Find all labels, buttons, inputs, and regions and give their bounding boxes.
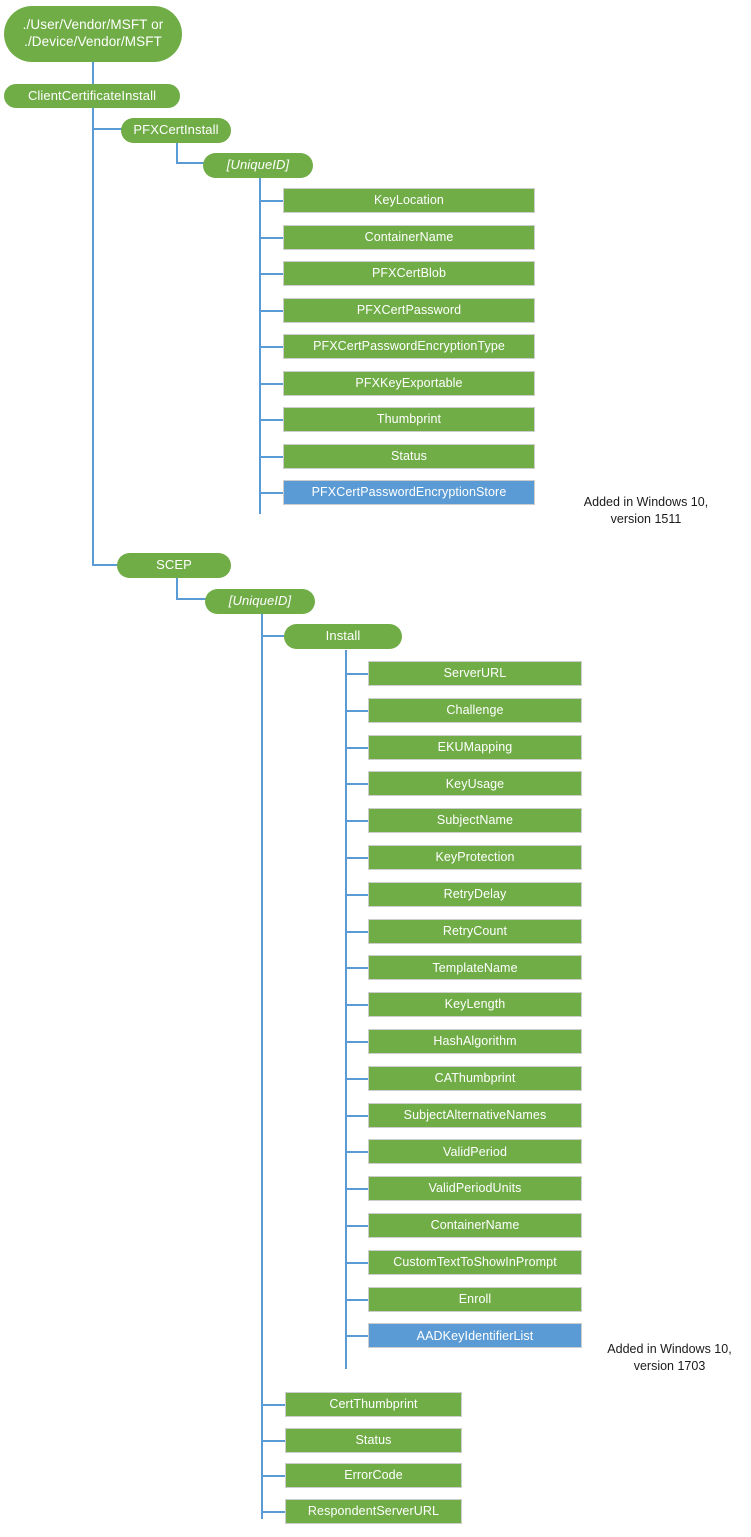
- connector-pfx-leaf: [259, 273, 283, 275]
- connector-pfx-leaf: [259, 200, 283, 202]
- connector-trunk-to-pfxcertinstall: [92, 128, 126, 130]
- connector-install-leaf: [345, 893, 368, 896]
- pfx-leaf-pfxcertpassword[interactable]: PFXCertPassword: [283, 297, 535, 323]
- install-leaf-challenge[interactable]: Challenge: [368, 697, 582, 723]
- connector-install-leaf: [345, 1151, 368, 1154]
- scep-leaf-respondentserverurl[interactable]: RespondentServerURL: [285, 1498, 462, 1524]
- connector-scep-leaf: [261, 1475, 285, 1477]
- connector-scep-leaf: [261, 1439, 285, 1442]
- node-pfx-uniqueid[interactable]: [UniqueID]: [203, 153, 313, 178]
- install-leaf-serverurl[interactable]: ServerURL: [368, 661, 582, 686]
- connector-install-leaf: [345, 783, 368, 786]
- connector-install-leaf: [345, 820, 368, 823]
- install-leaf-subjectalternativenames[interactable]: SubjectAlternativeNames: [368, 1102, 582, 1128]
- node-clientcertificateinstall[interactable]: ClientCertificateInstall: [4, 84, 180, 108]
- scep-leaf-certthumbprint[interactable]: CertThumbprint: [285, 1392, 462, 1417]
- connector-install-leaf: [345, 1004, 368, 1007]
- connector-scep-down: [176, 578, 178, 599]
- node-scep-install[interactable]: Install: [284, 624, 402, 649]
- annotation-aadkeyidentifierlist: Added in Windows 10, version 1703: [607, 1342, 732, 1373]
- connector-install-leaf: [345, 857, 368, 859]
- connector-install-leaf: [345, 967, 368, 970]
- install-leaf-cathumbprint[interactable]: CAThumbprint: [368, 1065, 582, 1091]
- connector-trunk-clientcertificateinstall: [92, 108, 94, 566]
- install-leaf-validperiodunits[interactable]: ValidPeriodUnits: [368, 1176, 582, 1202]
- install-leaf-retrydelay[interactable]: RetryDelay: [368, 881, 582, 907]
- pfx-leaf-keylocation[interactable]: KeyLocation: [283, 188, 535, 213]
- connector-pfx-leaf: [259, 309, 283, 312]
- node-pfxcertinstall[interactable]: PFXCertInstall: [121, 118, 231, 143]
- connector-pfx-leaf: [259, 382, 283, 385]
- node-scep[interactable]: SCEP: [117, 553, 231, 578]
- pfx-leaf-thumbprint[interactable]: Thumbprint: [283, 407, 535, 432]
- connector-pfx-leaf: [259, 455, 283, 458]
- install-leaf-enroll[interactable]: Enroll: [368, 1286, 582, 1312]
- node-root[interactable]: ./User/Vendor/MSFT or ./Device/Vendor/MS…: [4, 6, 182, 62]
- connector-install-leaf: [345, 1225, 368, 1227]
- annotation-pfxcertpasswordencryptionstore: Added in Windows 10, version 1511: [583, 495, 709, 526]
- connector-install-leaf: [345, 1077, 368, 1080]
- connector-scep-uniqueid-trunk: [261, 614, 263, 1519]
- connector-scep-to-uniqueid: [176, 598, 210, 600]
- connector-pfxcertinstall-to-uniqueid: [176, 162, 208, 164]
- connector-trunk-to-scep: [92, 564, 126, 566]
- install-leaf-retrycount[interactable]: RetryCount: [368, 918, 582, 944]
- install-leaf-hashalgorithm[interactable]: HashAlgorithm: [368, 1029, 582, 1054]
- install-leaf-keyprotection[interactable]: KeyProtection: [368, 845, 582, 870]
- install-leaf-validperiod[interactable]: ValidPeriod: [368, 1139, 582, 1165]
- scep-leaf-status[interactable]: Status: [285, 1427, 462, 1453]
- install-leaf-keyusage[interactable]: KeyUsage: [368, 771, 582, 797]
- connector-pfx-leaf: [259, 236, 283, 239]
- connector-install-leaf: [345, 1298, 368, 1301]
- connector-install-trunk: [345, 650, 347, 1369]
- connector-pfxcertinstall-down: [176, 143, 178, 164]
- connector-scep-leaf: [261, 1404, 285, 1406]
- pfx-leaf-pfxcertblob[interactable]: PFXCertBlob: [283, 261, 535, 286]
- install-leaf-subjectname[interactable]: SubjectName: [368, 808, 582, 834]
- connector-install-leaf: [345, 746, 368, 749]
- connector-install-leaf: [345, 1041, 368, 1043]
- pfx-leaf-status[interactable]: Status: [283, 443, 535, 469]
- connector-install-leaf: [345, 673, 368, 675]
- connector-install-leaf: [345, 930, 368, 933]
- connector-install-leaf: [345, 1114, 368, 1117]
- connector-root-to-clientcertificateinstall: [92, 62, 94, 86]
- pfx-leaf-pfxkeyexportable[interactable]: PFXKeyExportable: [283, 370, 535, 396]
- connector-install-leaf: [345, 1261, 368, 1264]
- connector-pfx-leaf: [259, 346, 283, 348]
- node-scep-uniqueid[interactable]: [UniqueID]: [205, 589, 315, 614]
- install-leaf-aadkeyidentifierlist[interactable]: AADKeyIdentifierList: [368, 1323, 582, 1349]
- install-leaf-keylength[interactable]: KeyLength: [368, 992, 582, 1018]
- connector-install-leaf: [345, 1188, 368, 1191]
- pfx-leaf-pfxcertpasswordencryptiontype[interactable]: PFXCertPasswordEncryptionType: [283, 334, 535, 359]
- connector-pfx-leaf: [259, 492, 283, 494]
- install-leaf-templatename[interactable]: TemplateName: [368, 955, 582, 981]
- connector-install-leaf: [345, 709, 368, 712]
- install-leaf-containername[interactable]: ContainerName: [368, 1213, 582, 1238]
- install-leaf-ekumapping[interactable]: EKUMapping: [368, 734, 582, 760]
- connector-scep-uniqueid-to-install: [261, 635, 288, 637]
- connector-scep-leaf: [261, 1510, 285, 1513]
- install-leaf-customtexttoshowinprompt[interactable]: CustomTextToShowInPrompt: [368, 1249, 582, 1275]
- connector-install-leaf: [345, 1335, 368, 1338]
- connector-pfx-leaf: [259, 419, 283, 421]
- scep-leaf-errorcode[interactable]: ErrorCode: [285, 1463, 462, 1488]
- pfx-leaf-pfxcertpasswordencryptionstore[interactable]: PFXCertPasswordEncryptionStore: [283, 480, 535, 505]
- pfx-leaf-containername[interactable]: ContainerName: [283, 224, 535, 250]
